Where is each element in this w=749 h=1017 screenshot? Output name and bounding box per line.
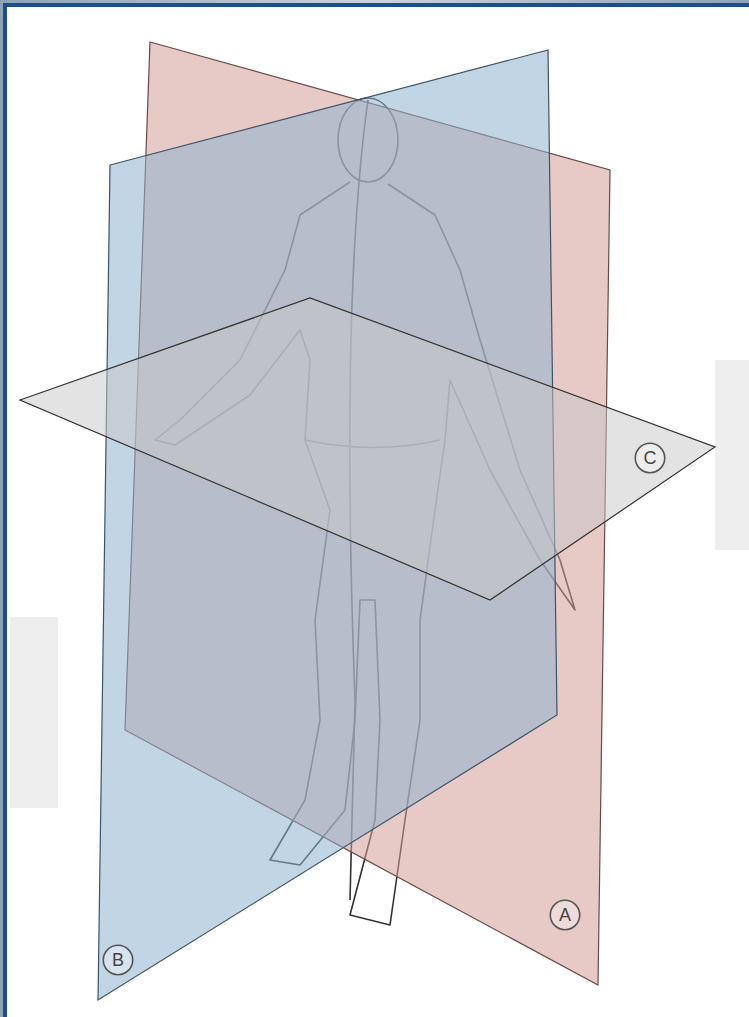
plane-letter: B	[112, 951, 124, 969]
frame	[5, 5, 749, 1017]
side-panel	[10, 617, 58, 808]
plane-letter-circle: B	[102, 944, 134, 976]
plane-letter: C	[644, 449, 657, 467]
transverse-plane	[20, 298, 715, 600]
side-panel	[715, 360, 749, 550]
plane-letter: A	[559, 906, 571, 924]
plane-letter-circle: C	[634, 442, 666, 474]
plane-letter-circle: A	[549, 899, 581, 931]
